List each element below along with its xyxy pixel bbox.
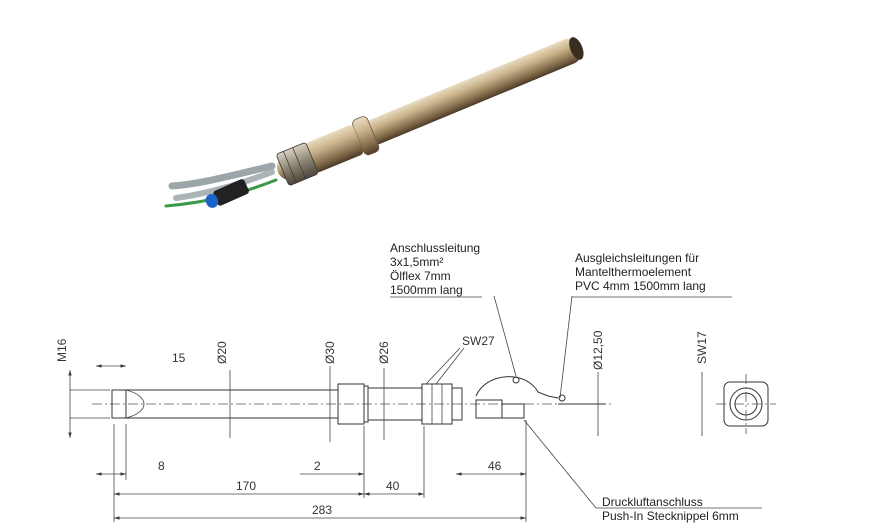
dim-d20: Ø20 [215, 341, 229, 364]
cable-label-2: 3x1,5mm² [390, 255, 443, 269]
comp-label-2: Mantelthermoelement [575, 265, 692, 279]
comp-leader [559, 295, 573, 399]
dim-40: 40 [386, 479, 400, 493]
dim-sw17: SW17 [695, 331, 709, 364]
dim-46: 46 [488, 459, 502, 473]
dim-d30: Ø30 [323, 341, 337, 364]
comp-callout: Ausgleichsleitungen für Mantelthermoelem… [572, 251, 732, 298]
air-label-2: Push-In Stecknippel 6mm [602, 509, 739, 523]
push-in-fitting [205, 179, 249, 208]
product-photo [164, 37, 584, 208]
tube-tip [569, 37, 584, 60]
air-label-1: Druckluftanschluss [602, 495, 703, 509]
sw27-leader-1 [425, 347, 461, 385]
air-callout: Druckluftanschluss Push-In Stecknippel 6… [596, 495, 762, 523]
cable-leader [493, 295, 517, 377]
dim-2: 2 [314, 459, 321, 473]
sw27-leader-2 [435, 347, 465, 385]
thread-tip [111, 389, 127, 419]
cable-label-1: Anschlussleitung [390, 241, 480, 255]
end-view [716, 374, 776, 434]
air-leader [523, 419, 597, 509]
air-fitting [475, 399, 503, 419]
dim-m16: M16 [55, 338, 69, 362]
cable-gland [475, 376, 559, 399]
dim-283: 283 [312, 503, 332, 517]
connector-body [305, 125, 364, 173]
dim-d1250: Ø12,50 [591, 330, 605, 370]
dim-sw27: SW27 [462, 334, 495, 348]
comp-label-1: Ausgleichsleitungen für [575, 251, 699, 265]
cable-label-3: Ölflex 7mm [390, 269, 451, 283]
hex-nut [276, 142, 319, 186]
dim-8: 8 [158, 459, 165, 473]
cable-label-4: 1500mm lang [390, 283, 463, 297]
dim-d26: Ø26 [377, 341, 391, 364]
cable-callout: Anschlussleitung 3x1,5mm² Ölflex 7mm 150… [390, 241, 482, 298]
comp-label-3: PVC 4mm 1500mm lang [575, 279, 706, 293]
technical-drawing: M16 Ø20 Ø30 Ø26 Ø12,50 SW17 SW27 15 8 2 … [55, 241, 776, 523]
grey-cable [168, 162, 276, 190]
dim-15: 15 [172, 351, 186, 365]
dim-170: 170 [236, 479, 256, 493]
